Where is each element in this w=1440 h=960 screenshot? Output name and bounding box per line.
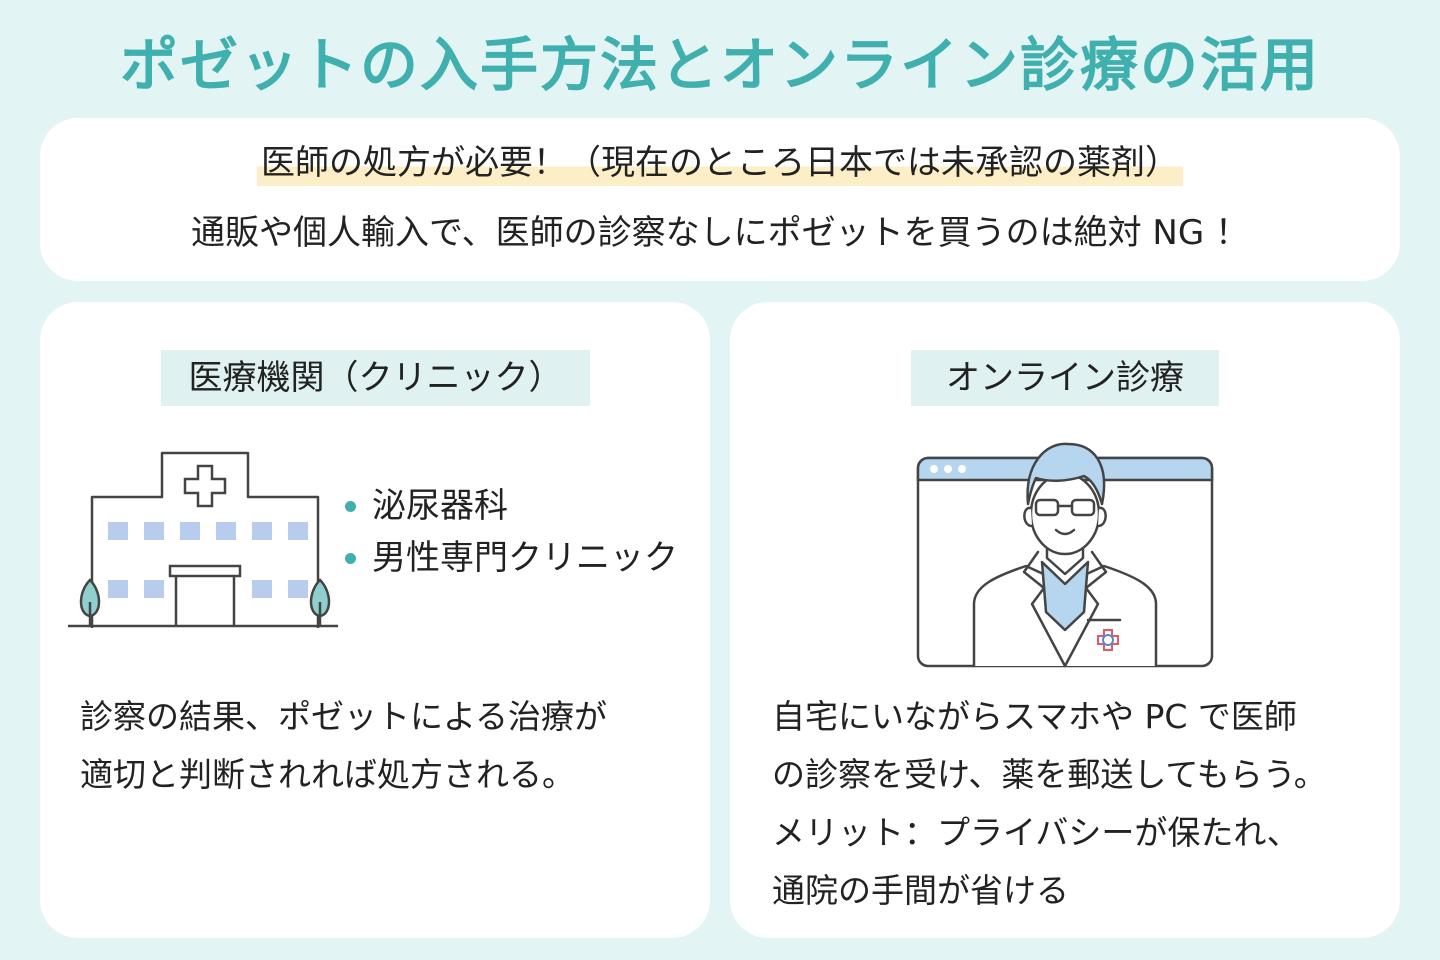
notice-warning: 通販や個人輸入で、医師の診察なしにポゼットを買うのは絶対 NG ！ [190,213,1250,253]
clinic-card: 医療機関（クリニック） [40,302,710,938]
doctor-icon [972,442,1158,668]
tree-icon [309,578,331,626]
clinic-type-list: 泌尿器科 男性専門クリニック [345,480,678,584]
notice-card: 医師の処方が必要！（現在のところ日本では未承認の薬剤） 通販や個人輸入で、医師の… [40,118,1400,281]
bullet-dot-icon [345,552,356,564]
list-item: 泌尿器科 [345,480,678,532]
notice-heading-row: 医師の処方が必要！（現在のところ日本では未承認の薬剤） [40,140,1400,186]
online-card: オンライン診療 [730,302,1400,938]
browser-window-icon [916,442,1214,668]
page-title: ポゼットの入手方法とオンライン診療の活用 [119,31,1320,99]
bullet-dot-icon [345,500,356,512]
online-description: 自宅にいながらスマホや PC で医師 の診察を受け、薬を郵送してもらう。 メリッ… [772,697,1327,910]
clinic-label: 医療機関（クリニック） [161,350,590,406]
clinic-description: 診察の結果、ポゼットによる治療が 適切と判断されれば処方される。 [80,697,608,794]
tree-icon [79,578,101,626]
notice-heading: 医師の処方が必要！（現在のところ日本では未承認の薬剤） [257,140,1183,186]
online-label: オンライン診療 [911,350,1219,406]
list-item: 男性専門クリニック [345,532,678,584]
hospital-building-icon [68,451,338,628]
cross-icon [183,464,227,508]
